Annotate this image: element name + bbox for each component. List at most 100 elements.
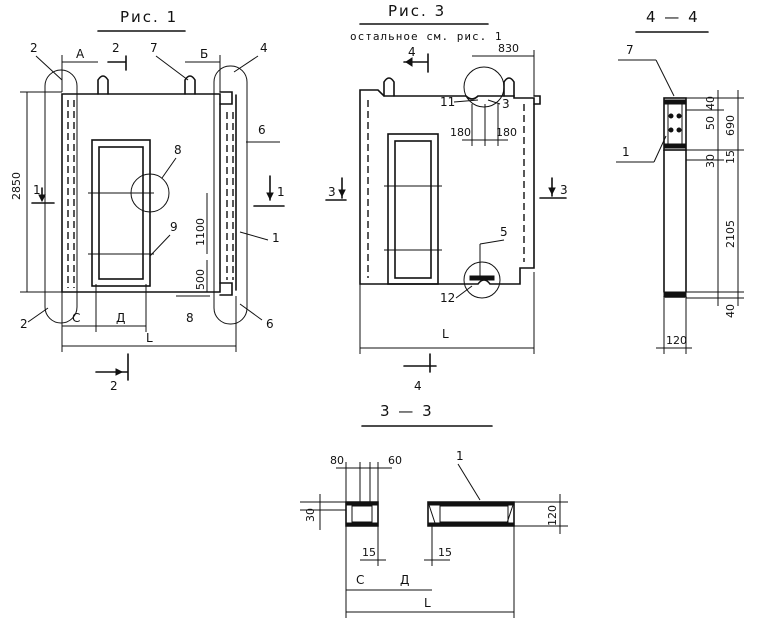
dim-180-label-left: 180 xyxy=(450,126,471,139)
section-3-arrow-right xyxy=(548,187,556,196)
dim-690: 690 xyxy=(724,115,737,136)
callout-7: 7 xyxy=(626,43,634,57)
head-inner xyxy=(667,103,683,145)
callout-7: 7 xyxy=(150,41,158,55)
dim-d-label: Д xyxy=(400,573,409,587)
callout-1: 1 xyxy=(456,449,464,463)
figure-1: Рис. 1 2 А 2 7 Б xyxy=(10,8,285,393)
callout-11: 11 xyxy=(440,95,455,109)
section-1-label-left: 1 xyxy=(33,183,41,197)
dim-b-label: Б xyxy=(200,47,208,61)
dim-c-label: С xyxy=(72,311,80,325)
figure-3-subtitle: остальное см. рис. 1 xyxy=(350,30,502,43)
callout-2-top: 2 xyxy=(30,41,38,55)
window-opening-outer xyxy=(387,133,439,285)
callout-9: 9 xyxy=(170,220,178,234)
dim-1100-label: 1100 xyxy=(194,218,207,246)
embedded-part-top xyxy=(533,95,541,105)
profile-left-top xyxy=(345,501,379,506)
dim-c-label: С xyxy=(356,573,364,587)
callout-12: 12 xyxy=(440,291,455,305)
lifting-loop-left xyxy=(383,77,395,97)
profile-right-bottom xyxy=(427,522,515,527)
profile-right-top xyxy=(427,501,515,506)
head-outline xyxy=(663,97,687,151)
callout-6-top: 6 xyxy=(258,123,266,137)
head-top-bar xyxy=(664,99,686,105)
rebar-dot-1 xyxy=(668,113,674,119)
section-3-arrow-left xyxy=(338,189,346,198)
dim-180-label-right: 180 xyxy=(496,126,517,139)
dim-30: 30 xyxy=(704,154,717,168)
dim-120-label: 120 xyxy=(666,334,687,347)
rebar-dot-2 xyxy=(676,113,682,119)
dim-50: 50 xyxy=(704,116,717,130)
leader-9 xyxy=(149,234,171,257)
profile-right-inner xyxy=(439,505,509,523)
dim-40-top: 40 xyxy=(704,96,717,110)
dim-40-bottom: 40 xyxy=(724,304,737,318)
head-bottom-bar xyxy=(664,143,686,149)
window-opening-inner xyxy=(98,146,144,280)
callout-2-section: 2 xyxy=(112,41,120,55)
leader-1-diag xyxy=(653,135,667,163)
section-1-label-right: 1 xyxy=(277,185,285,199)
rebar-dot-3 xyxy=(668,127,674,133)
leader-2-top xyxy=(35,55,63,81)
section-1-arrow-left xyxy=(38,194,46,203)
section-4-arrow-top xyxy=(405,57,413,67)
leader-11 xyxy=(453,99,479,103)
detail-circle-8 xyxy=(130,173,170,213)
callout-3: 3 xyxy=(502,97,510,111)
dim-l-label: L xyxy=(442,327,449,341)
section-2-arrow-bottom xyxy=(115,368,124,376)
panel-outline xyxy=(359,89,535,285)
dim-120-label: 120 xyxy=(546,505,559,526)
leader-5 xyxy=(479,239,505,245)
lifting-loop-right xyxy=(503,77,515,97)
leader-8-top xyxy=(161,157,177,179)
detail-circle-top xyxy=(463,66,505,108)
figure-3: Рис. 3 остальное см. рис. 1 4 830 11 3 1… xyxy=(325,2,568,393)
callout-8-top: 8 xyxy=(174,143,182,157)
detail-oval-right xyxy=(213,65,248,325)
lifting-loop-left xyxy=(97,75,109,95)
dim-30-label: 30 xyxy=(304,508,317,522)
section-4-label-top: 4 xyxy=(408,45,416,59)
section-3-3-title: 3 — 3 xyxy=(380,402,434,420)
embedded-part-top xyxy=(219,91,233,105)
dim-d-label: Д xyxy=(116,311,125,325)
dim-l-label: L xyxy=(146,331,153,345)
callout-4: 4 xyxy=(260,41,268,55)
section-2-label-bottom: 2 xyxy=(110,379,118,393)
dim-500-label: 500 xyxy=(194,269,207,290)
section-2-marker-bottom xyxy=(95,353,129,381)
embedded-plate xyxy=(469,275,495,281)
dim-15: 15 xyxy=(724,150,737,164)
panel-outline xyxy=(61,93,221,293)
lifting-loop-right xyxy=(184,75,196,95)
callout-2-bottom: 2 xyxy=(20,317,28,331)
dim-2850-label: 2850 xyxy=(10,172,23,200)
callout-6-bottom: 6 xyxy=(266,317,274,331)
embedded-part-bottom xyxy=(219,282,233,296)
profile-left-bottom xyxy=(345,522,379,527)
callout-1: 1 xyxy=(622,145,630,159)
section-1-arrow-right xyxy=(266,192,274,201)
window-opening-inner xyxy=(394,140,432,279)
profile-left-inner xyxy=(351,505,373,523)
dim-60-label: 60 xyxy=(388,454,402,467)
dim-a-label: А xyxy=(76,47,85,61)
leader-1 xyxy=(457,463,481,501)
dim-15b-label: 15 xyxy=(438,546,452,559)
callout-5: 5 xyxy=(500,225,508,239)
section-4-label-bottom: 4 xyxy=(414,379,422,393)
profile-right-ends xyxy=(427,501,515,527)
section-3-3: 3 — 3 80 60 1 30 120 xyxy=(300,402,568,618)
leader-3 xyxy=(487,99,501,105)
section-2-marker-top xyxy=(107,55,127,71)
callout-8-bottom: 8 xyxy=(186,311,194,325)
figure-3-title: Рис. 3 xyxy=(388,2,446,20)
rebar-dot-4 xyxy=(676,127,682,133)
